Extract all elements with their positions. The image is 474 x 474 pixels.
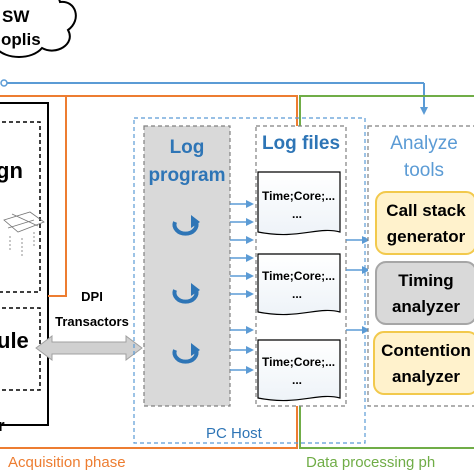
loop-arrow-icon bbox=[172, 283, 200, 304]
cloud-line2: oplis bbox=[1, 30, 41, 49]
cloud-line1: SW bbox=[2, 7, 30, 26]
log-program-column bbox=[143, 125, 231, 407]
call-stack-generator-line1: Call stack bbox=[386, 201, 466, 220]
program-to-files-arrows bbox=[230, 200, 254, 374]
log-file-line1: Time;Core;... bbox=[262, 269, 335, 283]
log-file-document bbox=[257, 171, 341, 236]
acquisition-phase-label: Acquisition phase bbox=[8, 454, 126, 471]
log-program-title-line1: Log bbox=[170, 137, 205, 158]
design-title: gn bbox=[0, 158, 23, 183]
cloud-to-analyze-arrow bbox=[0, 79, 428, 115]
timing-analyzer-box bbox=[375, 261, 474, 325]
log-file-line2: ... bbox=[292, 207, 302, 221]
files-to-tools-arrows bbox=[346, 236, 370, 334]
analyze-tools-title-line1: Analyze bbox=[390, 133, 458, 154]
log-file-line2: ... bbox=[292, 373, 302, 387]
acquisition-wire bbox=[48, 96, 67, 297]
contention-analyzer-line2: analyzer bbox=[392, 367, 460, 386]
pc-host-box bbox=[133, 117, 366, 444]
module-title: ule bbox=[0, 328, 29, 353]
data-processing-phase-label: Data processing ph bbox=[306, 454, 435, 471]
dpi-transactors-double-arrow bbox=[35, 335, 143, 361]
log-program-title-line2: program bbox=[148, 165, 225, 186]
design-box bbox=[0, 121, 41, 293]
log-file-document bbox=[257, 339, 341, 402]
pc-host-label: PC Host bbox=[206, 425, 263, 442]
timing-analyzer-line1: Timing bbox=[398, 271, 453, 290]
contention-analyzer-box bbox=[373, 331, 474, 395]
log-files-title: Log files bbox=[262, 133, 340, 154]
cloud-shape bbox=[0, 0, 77, 58]
loop-arrow-icon bbox=[172, 343, 200, 364]
emulator-outer-box bbox=[0, 102, 49, 426]
log-file-line2: ... bbox=[292, 287, 302, 301]
log-file-line1: Time;Core;... bbox=[262, 189, 335, 203]
timing-analyzer-line2: analyzer bbox=[392, 297, 460, 316]
chip-sketch-icon bbox=[3, 211, 45, 256]
call-stack-generator-box bbox=[375, 191, 474, 255]
analyze-tools-title-line2: tools bbox=[404, 160, 444, 181]
log-file-document bbox=[257, 253, 341, 316]
contention-analyzer-line1: Contention bbox=[381, 341, 471, 360]
call-stack-generator-line2: generator bbox=[387, 227, 466, 246]
loop-arrow-icon bbox=[172, 215, 200, 236]
transactors-label: Transactors bbox=[55, 314, 129, 329]
emulator-label-fragment: r bbox=[0, 416, 5, 435]
log-file-line1: Time;Core;... bbox=[262, 355, 335, 369]
dpi-label: DPI bbox=[81, 289, 103, 304]
